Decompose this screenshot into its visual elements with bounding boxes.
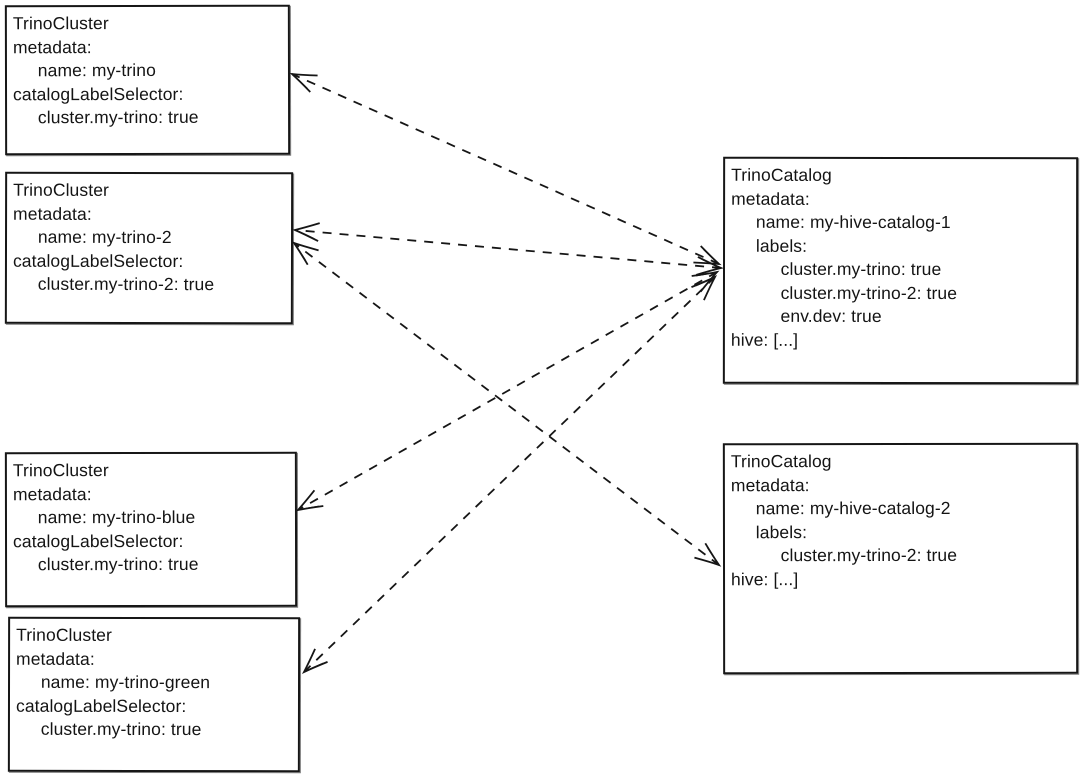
yaml-line: name: my-trino	[12, 59, 156, 81]
yaml-line: metadata:	[13, 203, 92, 224]
arrow-catalog2-to-my-trino-2	[291, 241, 722, 567]
resource-kind: TrinoCatalog	[731, 164, 832, 185]
yaml-line: catalogLabelSelector:	[12, 250, 184, 271]
arrow-catalog1-to-my-trino	[289, 72, 722, 266]
yaml-line: cluster.my-trino: true	[15, 718, 202, 740]
yaml-line: name: my-trino-2	[13, 226, 172, 248]
yaml-line: catalogLabelSelector:	[15, 695, 187, 716]
yaml-line: name: my-trino-green	[16, 671, 211, 693]
yaml-line: cluster.my-trino-2: true	[730, 282, 958, 303]
arrow-catalog1-to-my-trino-blue	[295, 270, 720, 512]
trino-cluster-my-trino-blue-box: TrinoCluster metadata: name: my-trino-bl…	[4, 451, 298, 608]
yaml-line: env.dev: true	[730, 305, 882, 326]
yaml-line: name: my-trino-blue	[12, 506, 196, 528]
trino-catalog-my-hive-catalog-2-box: TrinoCatalog metadata: name: my-hive-cat…	[722, 442, 1079, 675]
yaml-line: metadata:	[12, 36, 92, 57]
trino-cluster-my-trino-green-box: TrinoCluster metadata: name: my-trino-gr…	[7, 616, 301, 773]
yaml-line: metadata:	[731, 188, 810, 209]
yaml-line: cluster.my-trino: true	[730, 258, 942, 280]
yaml-line: metadata:	[16, 648, 95, 669]
yaml-line: hive: [...]	[731, 568, 799, 589]
yaml-line: name: my-hive-catalog-2	[730, 497, 951, 519]
yaml-line: hive: [...]	[730, 329, 799, 350]
yaml-line: catalogLabelSelector:	[13, 530, 184, 551]
resource-kind: TrinoCluster	[12, 460, 109, 481]
arrow-catalog1-to-my-trino-green	[301, 275, 718, 674]
trino-cluster-my-trino-box: TrinoCluster metadata: name: my-trino ca…	[4, 4, 291, 156]
yaml-line: metadata:	[730, 474, 810, 495]
yaml-line: labels:	[731, 235, 808, 256]
yaml-line: cluster.my-trino: true	[13, 106, 199, 128]
resource-kind: TrinoCluster	[13, 179, 110, 200]
yaml-line: metadata:	[12, 483, 92, 504]
yaml-line: cluster.my-trino: true	[13, 553, 199, 575]
yaml-line: catalogLabelSelector:	[13, 83, 184, 104]
resource-kind: TrinoCluster	[12, 13, 109, 34]
trino-catalog-my-hive-catalog-1-box: TrinoCatalog metadata: name: my-hive-cat…	[722, 156, 1079, 385]
trino-cluster-my-trino-2-box: TrinoCluster metadata: name: my-trino-2 …	[4, 171, 294, 325]
yaml-line: cluster.my-trino-2: true	[730, 544, 958, 566]
arrow-catalog1-to-my-trino-2	[292, 222, 724, 276]
yaml-line: cluster.my-trino-2: true	[12, 273, 215, 295]
resource-kind: TrinoCluster	[16, 624, 112, 645]
resource-kind: TrinoCatalog	[730, 451, 832, 472]
yaml-line: name: my-hive-catalog-1	[731, 211, 951, 233]
yaml-line: labels:	[730, 521, 808, 542]
